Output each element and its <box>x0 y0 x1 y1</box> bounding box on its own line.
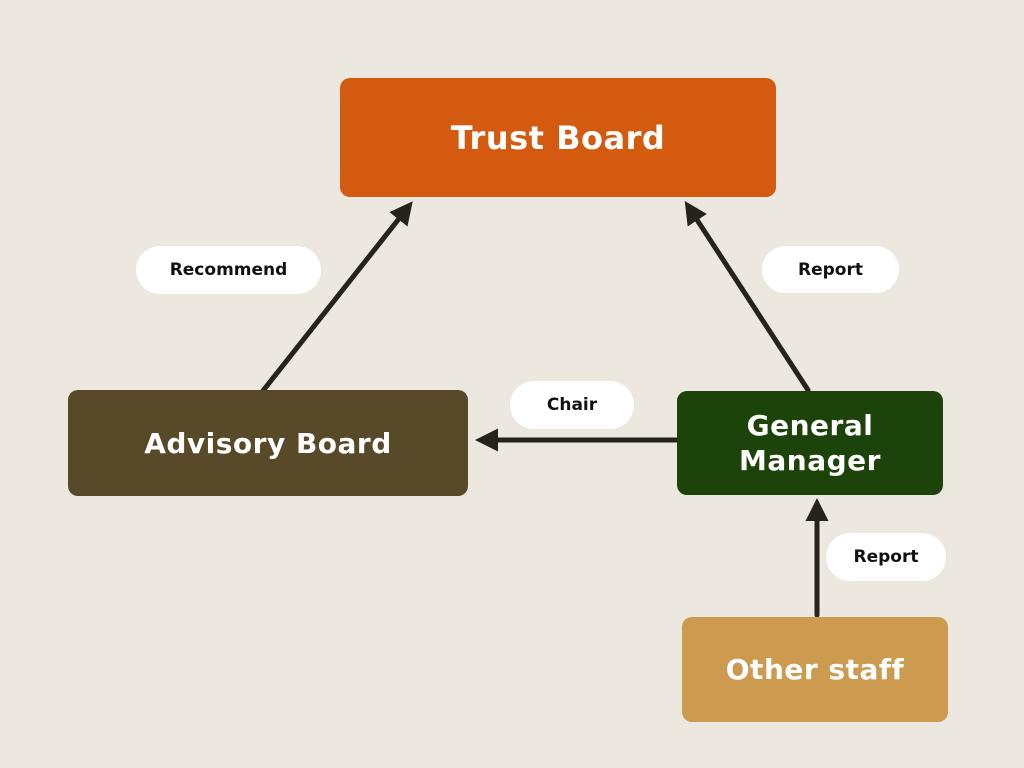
node-general-manager-label: General Manager <box>739 409 881 477</box>
node-general-manager: General Manager <box>677 391 943 495</box>
node-other-staff: Other staff <box>682 617 948 722</box>
node-advisory-board-label: Advisory Board <box>144 426 392 460</box>
node-trust-board-label: Trust Board <box>450 118 666 157</box>
node-advisory-board: Advisory Board <box>68 390 468 496</box>
node-other-staff-label: Other staff <box>725 653 905 686</box>
edge-label-chair: Chair <box>510 381 634 429</box>
arrow-report-general-manager <box>684 200 811 393</box>
edge-label-report-general-manager: Report <box>762 246 899 293</box>
arrow-recommend <box>259 201 413 395</box>
edge-label-report-other-staff: Report <box>826 533 946 581</box>
node-trust-board: Trust Board <box>340 78 776 197</box>
edge-label-recommend: Recommend <box>136 246 321 294</box>
